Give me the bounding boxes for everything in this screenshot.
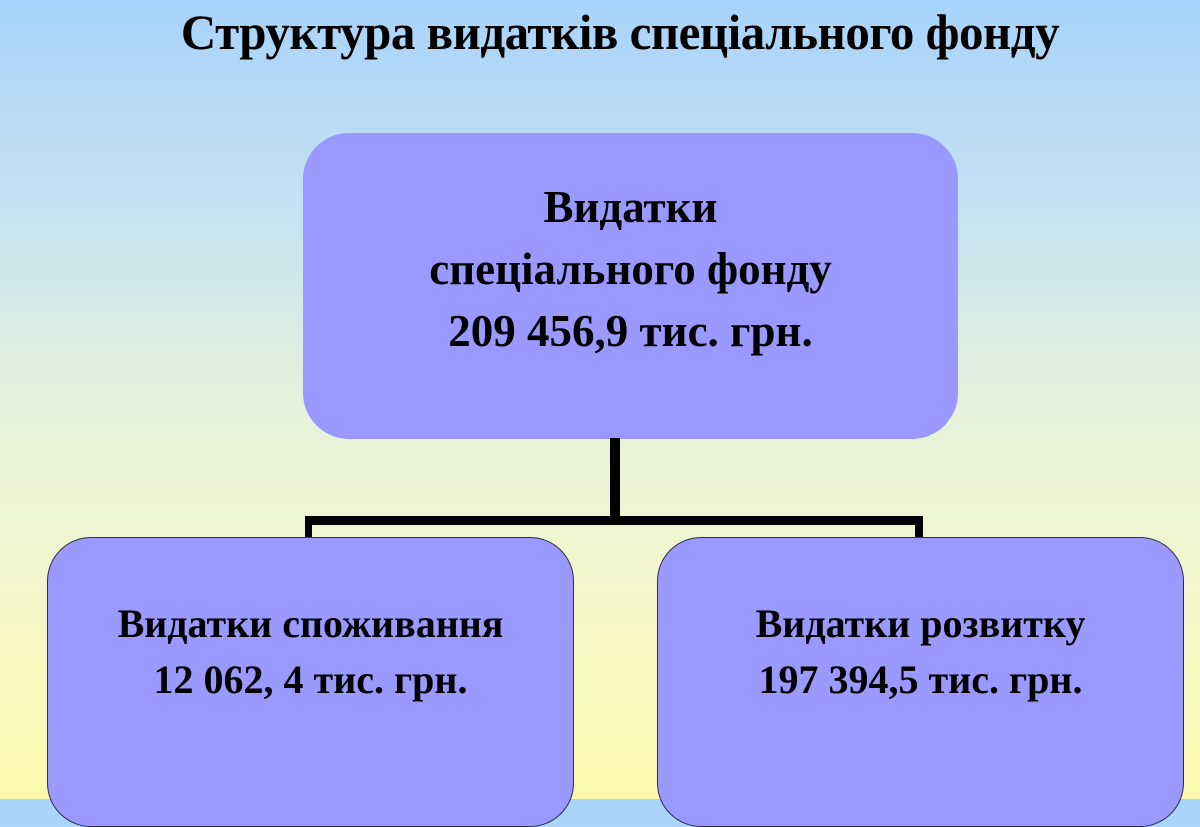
child-node-amount: 12 062, 4 тис. грн. <box>153 657 468 702</box>
connector-stem <box>610 438 620 524</box>
child-node-label: Видатки розвитку <box>755 601 1086 646</box>
root-node-line-1: Видатки <box>543 182 718 232</box>
root-node-amount: 209 456,9 тис. грн. <box>448 306 813 356</box>
slide-title: Структура видатків спеціального фонду <box>180 4 1060 60</box>
child-node-development-expenditures: Видатки розвитку 197 394,5 тис. грн. <box>657 537 1184 827</box>
child-node-consumption-expenditures: Видатки споживання 12 062, 4 тис. грн. <box>47 537 574 827</box>
child-node-amount: 197 394,5 тис. грн. <box>758 657 1083 702</box>
root-node-special-fund-expenditures: Видатки спеціального фонду 209 456,9 тис… <box>303 133 958 439</box>
connector-drop-left <box>305 516 312 538</box>
root-node-line-2: спеціального фонду <box>429 244 832 294</box>
connector-drop-right <box>915 516 923 538</box>
connector-horizontal-bar <box>305 516 923 525</box>
child-node-label: Видатки споживання <box>117 601 504 646</box>
